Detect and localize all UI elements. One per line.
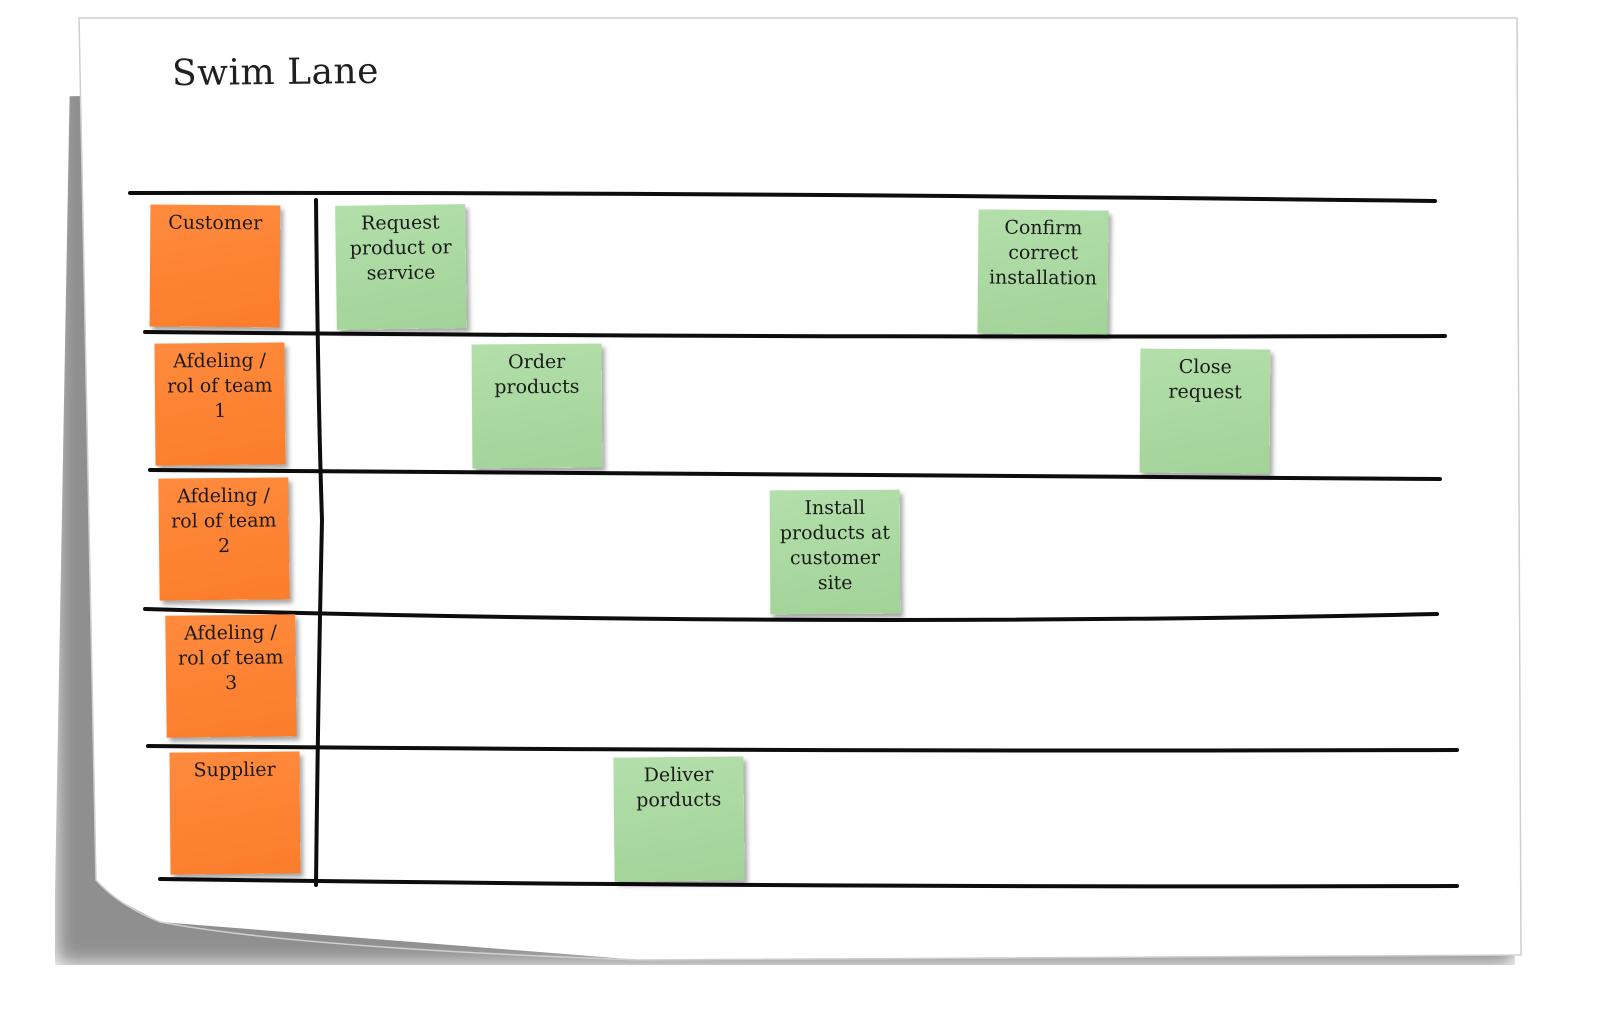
task-label: Close request [1168,355,1242,404]
task-label: Deliver porducts [636,763,722,812]
task-note: Confirm correct installation [977,209,1109,335]
lane-label-note: Supplier [169,751,301,875]
lane-label-note: Afdeling / rol of team 1 [154,342,286,466]
task-label: Order products [494,350,580,399]
task-label: Request product or service [349,211,452,285]
task-label: Install products at customer site [779,496,891,595]
task-note: Request product or service [335,204,467,330]
task-note: Close request [1139,348,1271,474]
lane-label-note: Afdeling / rol of team 3 [165,614,297,738]
lane-divider [146,744,1459,753]
lane-divider [143,607,1439,622]
lane-label: Afdeling / rol of team 3 [177,621,284,695]
header-column-divider [314,198,325,887]
lane-label: Supplier [193,758,276,782]
lane-label-note: Customer [149,204,281,328]
lane-divider [158,877,1459,889]
lane-divider [148,468,1442,481]
task-note: Deliver porducts [613,756,745,882]
task-note: Install products at customer site [769,489,901,615]
lane-label-note: Afdeling / rol of team 2 [158,477,290,601]
lane-label: Customer [168,211,263,235]
lane-label: Afdeling / rol of team 2 [171,484,277,558]
lane-divider [143,330,1447,339]
lane-divider [128,190,1437,203]
task-note: Order products [471,343,603,469]
task-label: Confirm correct installation [988,216,1097,290]
lane-label: Afdeling / rol of team 1 [167,349,273,423]
